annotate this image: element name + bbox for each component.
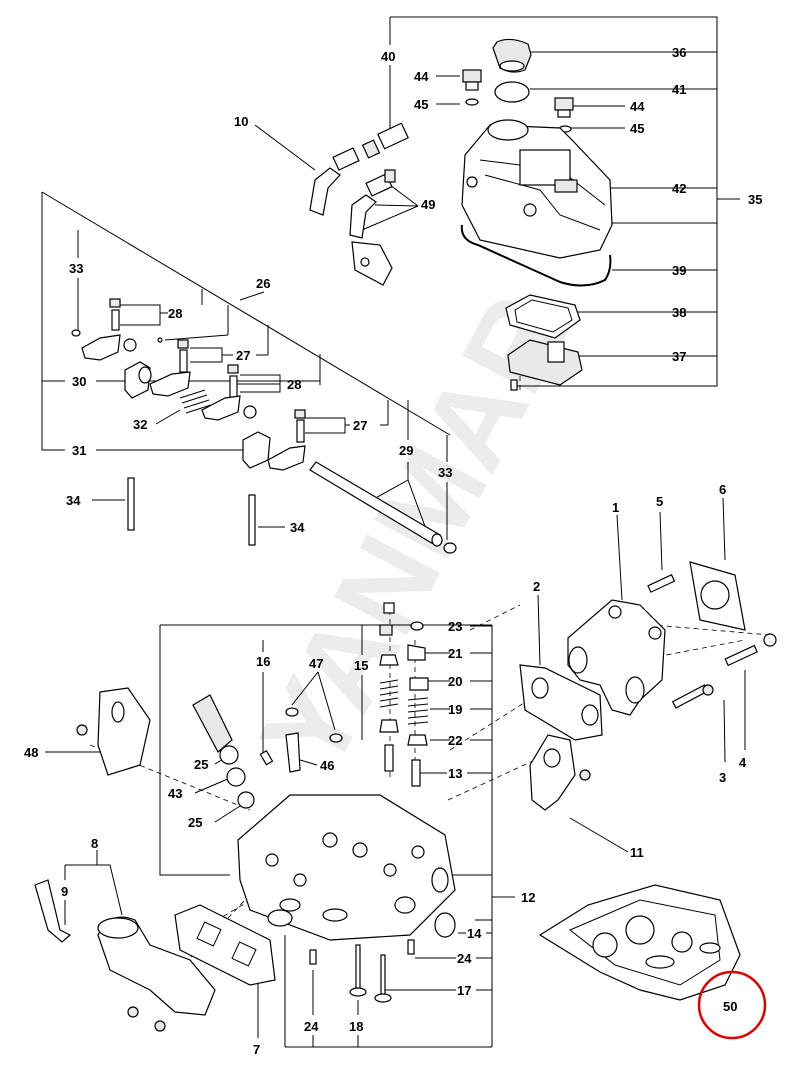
callout-3: 3 xyxy=(719,770,726,785)
callout-19: 19 xyxy=(448,702,462,717)
callout-32: 32 xyxy=(133,417,147,432)
callout-1: 1 xyxy=(612,500,619,515)
callout-27-upper: 27 xyxy=(236,348,250,363)
callout-12: 12 xyxy=(521,890,535,905)
callout-14: 14 xyxy=(467,926,482,941)
callout-24-bottom: 24 xyxy=(304,1019,319,1034)
callout-labels: 36 41 42 35 39 38 37 44 45 44 45 40 10 4… xyxy=(24,45,762,1057)
callout-43: 43 xyxy=(168,786,182,801)
callout-7: 7 xyxy=(253,1042,260,1057)
callout-9: 9 xyxy=(61,884,68,899)
callout-22: 22 xyxy=(448,733,462,748)
callout-28-lower: 28 xyxy=(287,377,301,392)
callout-29: 29 xyxy=(399,443,413,458)
callout-24-right: 24 xyxy=(457,951,472,966)
callout-44-left: 44 xyxy=(414,69,429,84)
callout-16: 16 xyxy=(256,654,270,669)
callout-50: 50 xyxy=(723,999,737,1014)
callout-27-lower: 27 xyxy=(353,418,367,433)
callout-11: 11 xyxy=(630,845,644,860)
callout-41: 41 xyxy=(672,82,686,97)
parts-drawings xyxy=(34,38,777,1032)
callout-23: 23 xyxy=(448,619,462,634)
leader-lines xyxy=(41,16,746,1048)
callout-34-left: 34 xyxy=(66,493,81,508)
callout-31: 31 xyxy=(72,443,86,458)
callout-20: 20 xyxy=(448,674,462,689)
callout-39: 39 xyxy=(672,263,686,278)
callout-45-right: 45 xyxy=(630,121,644,136)
callout-36: 36 xyxy=(672,45,686,60)
callout-4: 4 xyxy=(739,755,747,770)
callout-48: 48 xyxy=(24,745,38,760)
callout-33-right: 33 xyxy=(438,465,452,480)
callout-10: 10 xyxy=(234,114,248,129)
callout-34-right: 34 xyxy=(290,520,305,535)
callout-17: 17 xyxy=(457,983,471,998)
callout-26: 26 xyxy=(256,276,270,291)
callout-49: 49 xyxy=(421,197,435,212)
callout-35: 35 xyxy=(748,192,762,207)
callout-28-upper: 28 xyxy=(168,306,182,321)
callout-18: 18 xyxy=(349,1019,363,1034)
callout-30: 30 xyxy=(72,374,86,389)
callout-38: 38 xyxy=(672,305,686,320)
callout-44-right: 44 xyxy=(630,99,645,114)
callout-46: 46 xyxy=(320,758,334,773)
callout-42: 42 xyxy=(672,181,686,196)
callout-25-upper: 25 xyxy=(194,757,208,772)
callout-37: 37 xyxy=(672,349,686,364)
callout-25-lower: 25 xyxy=(188,815,202,830)
callout-45-left: 45 xyxy=(414,97,428,112)
callout-6: 6 xyxy=(719,482,726,497)
callout-40: 40 xyxy=(381,49,395,64)
callout-8: 8 xyxy=(91,836,98,851)
callout-47: 47 xyxy=(309,656,323,671)
highlight-circle xyxy=(697,970,767,1040)
callout-15: 15 xyxy=(354,658,368,673)
callout-5: 5 xyxy=(656,494,663,509)
callout-21: 21 xyxy=(448,646,462,661)
callout-2: 2 xyxy=(533,579,540,594)
callout-33-left: 33 xyxy=(69,261,83,276)
callout-13: 13 xyxy=(448,766,462,781)
